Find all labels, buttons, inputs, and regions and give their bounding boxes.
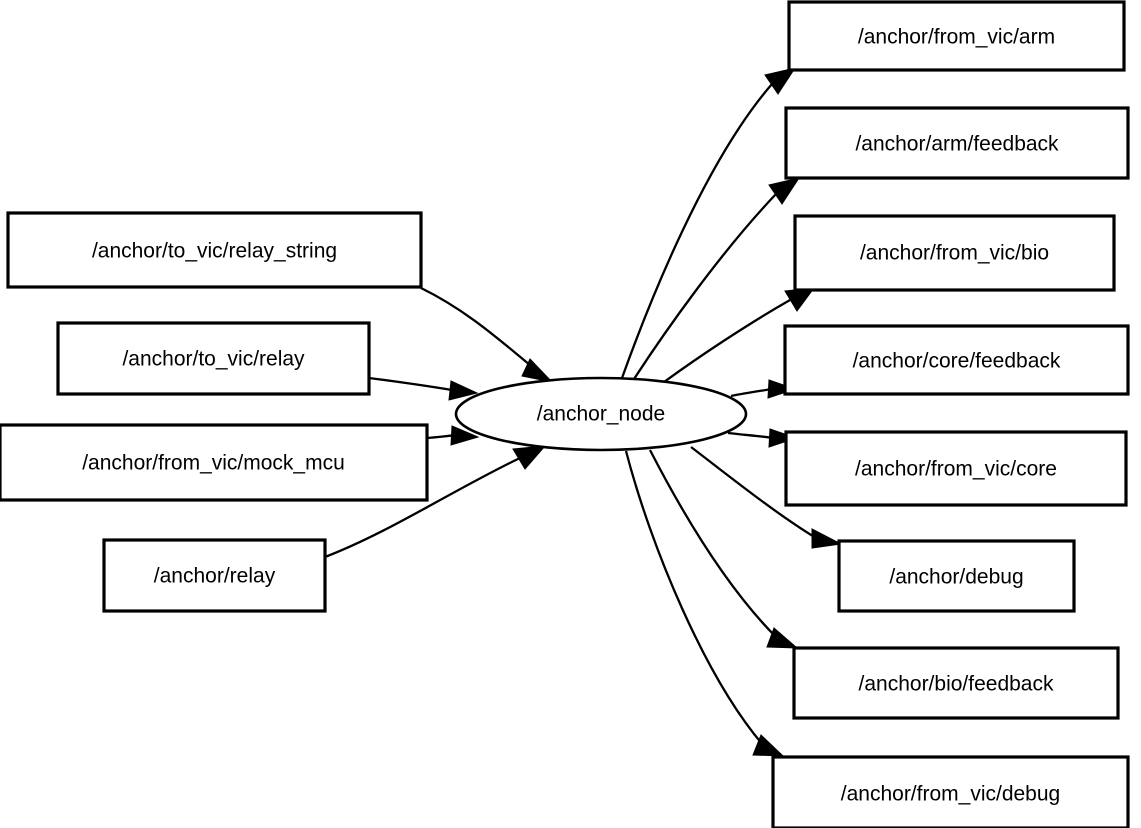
node-from-vic-core[interactable]: /anchor/from_vic/core [784,430,1128,507]
edge-node-to-arm-feedback[interactable] [633,177,801,380]
node-relay-label: /anchor/relay [154,565,276,588]
edge-node-to-core-feedback[interactable] [730,379,797,399]
node-to-vic-relay-string[interactable]: /anchor/to_vic/relay_string [6,211,423,289]
node-to-vic-relay-label: /anchor/to_vic/relay [122,348,305,371]
edge-relay-string-to-node[interactable] [420,286,554,383]
node-core-feedback-label: /anchor/core/feedback [853,350,1061,373]
node-core-feedback[interactable]: /anchor/core/feedback [783,324,1130,396]
node-from-vic-bio[interactable]: /anchor/from_vic/bio [793,214,1116,292]
node-from-vic-mock-mcu-label: /anchor/from_vic/mock_mcu [82,452,345,475]
edge-node-to-from-vic-core[interactable] [727,428,798,448]
node-arm-feedback[interactable]: /anchor/arm/feedback [784,106,1130,180]
node-debug-label: /anchor/debug [889,566,1023,589]
node-from-vic-core-label: /anchor/from_vic/core [855,458,1057,481]
edge-mock-mcu-to-node[interactable] [426,425,480,446]
edge-relay-to-node[interactable] [324,445,547,559]
subscriber-nodes: /anchor/from_vic/arm /anchor/arm/feedbac… [771,0,1130,828]
node-from-vic-arm-label: /anchor/from_vic/arm [858,26,1055,49]
node-bio-feedback-label: /anchor/bio/feedback [859,673,1054,696]
edge-node-to-debug[interactable] [690,446,843,549]
node-debug[interactable]: /anchor/debug [837,539,1076,613]
edge-group-outgoing [620,67,843,757]
node-from-vic-debug-label: /anchor/from_vic/debug [841,783,1060,806]
edge-node-to-from-vic-arm[interactable] [620,67,797,379]
node-bio-feedback[interactable]: /anchor/bio/feedback [792,646,1120,720]
node-from-vic-mock-mcu[interactable]: /anchor/from_vic/mock_mcu [0,423,429,502]
node-to-vic-relay-string-label: /anchor/to_vic/relay_string [92,240,337,263]
node-anchor-node[interactable]: /anchor_node [454,376,748,452]
node-anchor-node-label: /anchor_node [537,403,665,426]
node-relay[interactable]: /anchor/relay [102,538,327,613]
node-from-vic-debug[interactable]: /anchor/from_vic/debug [771,755,1130,828]
node-from-vic-arm[interactable]: /anchor/from_vic/arm [787,0,1126,72]
edge-node-to-bio-feedback[interactable] [648,449,799,649]
node-arm-feedback-label: /anchor/arm/feedback [855,133,1059,156]
edge-to-vic-relay-to-node[interactable] [368,376,479,401]
node-from-vic-bio-label: /anchor/from_vic/bio [860,242,1049,265]
publisher-nodes: /anchor/to_vic/relay_string /anchor/to_v… [0,211,429,613]
edge-group-incoming [324,286,554,559]
edge-node-to-from-vic-debug[interactable] [624,450,785,757]
node-to-vic-relay[interactable]: /anchor/to_vic/relay [56,321,371,396]
